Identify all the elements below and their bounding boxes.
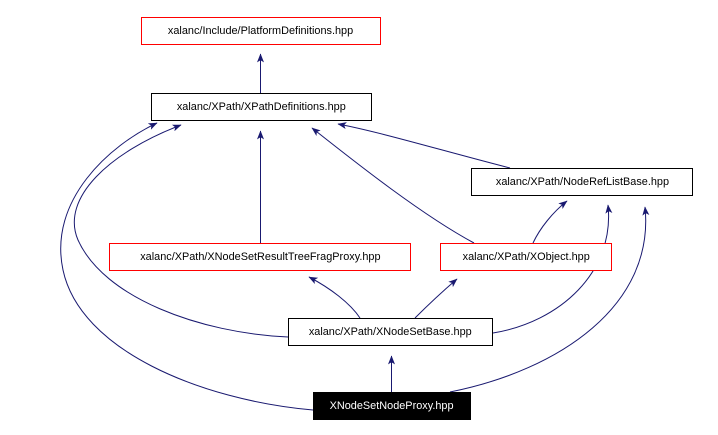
node-label-xobject: xalanc/XPath/XObject.hpp — [462, 250, 590, 263]
node-label-xnodeset-result-tree-frag-proxy: xalanc/XPath/XNodeSetResultTreeFragProxy… — [139, 250, 381, 263]
edge-xnodeset-node-proxy-to-node-ref-list-base — [449, 206, 650, 393]
node-node-ref-list-base[interactable]: xalanc/XPath/NodeRefListBase.hpp — [471, 168, 693, 196]
node-xnodeset-result-tree-frag-proxy[interactable]: xalanc/XPath/XNodeSetResultTreeFragProxy… — [109, 243, 411, 271]
edge-xobject-to-node-ref-list-base — [532, 200, 568, 244]
node-xnodeset-node-proxy[interactable]: XNodeSetNodeProxy.hpp — [313, 392, 471, 420]
edge-xobject-to-xpath-definitions — [311, 127, 475, 244]
node-xnodeset-base[interactable]: xalanc/XPath/XNodeSetBase.hpp — [288, 318, 493, 346]
node-label-platform-definitions: xalanc/Include/PlatformDefinitions.hpp — [168, 24, 354, 37]
node-label-xpath-definitions: xalanc/XPath/XPathDefinitions.hpp — [177, 100, 346, 113]
node-platform-definitions[interactable]: xalanc/Include/PlatformDefinitions.hpp — [141, 17, 381, 45]
edge-xnodeset-node-proxy-to-xpath-definitions — [60, 122, 314, 411]
edge-node-ref-list-base-to-xpath-definitions — [337, 122, 511, 169]
node-label-xnodeset-base: xalanc/XPath/XNodeSetBase.hpp — [309, 325, 472, 338]
node-xobject[interactable]: xalanc/XPath/XObject.hpp — [440, 243, 612, 271]
node-label-node-ref-list-base: xalanc/XPath/NodeRefListBase.hpp — [495, 175, 669, 188]
edge-xnodeset-base-to-node-ref-list-base — [492, 204, 613, 334]
node-label-xnodeset-node-proxy: XNodeSetNodeProxy.hpp — [330, 399, 454, 412]
edge-xnodeset-base-to-frag-proxy — [308, 276, 361, 319]
edge-xnodeset-base-to-xobject — [414, 278, 458, 319]
node-xpath-definitions[interactable]: xalanc/XPath/XPathDefinitions.hpp — [151, 93, 372, 121]
edge-xnodeset-base-to-xpath-definitions — [73, 124, 289, 338]
